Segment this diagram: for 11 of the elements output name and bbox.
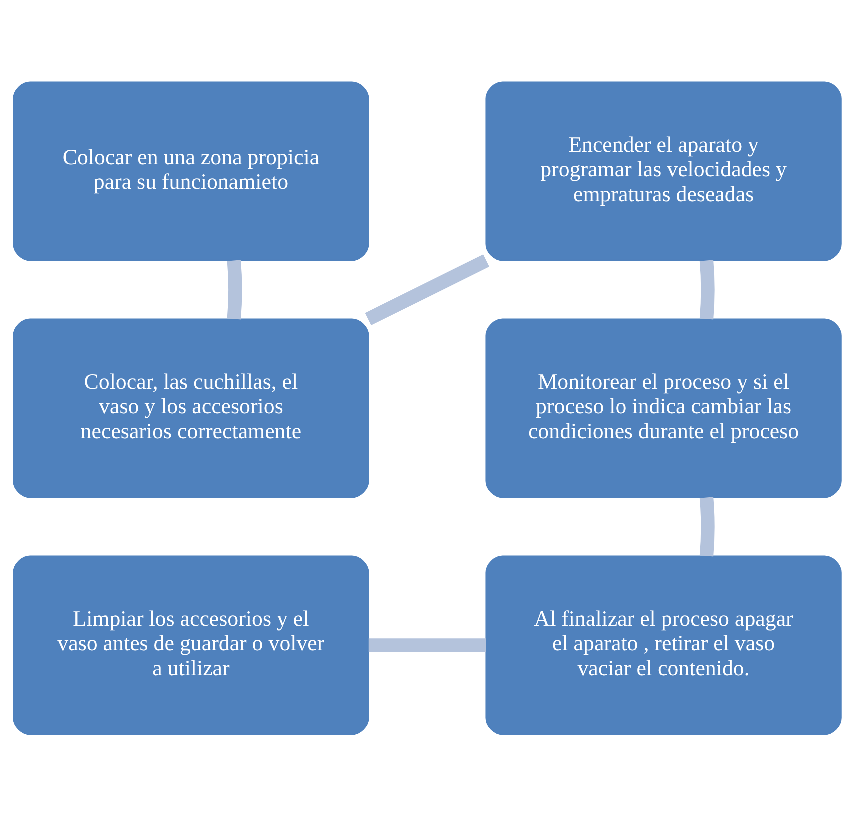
node-box: Al finalizar el proceso apagar el aparato , retirar el vaso vaciar el contenido. (486, 556, 842, 736)
connector (700, 260, 715, 320)
node-box: Monitorear el proceso y si el proceso lo indica cambiar las condiciones durante el proceso (486, 318, 842, 498)
connector (227, 260, 242, 320)
node-box: Colocar en una zona propicia para su funcionamieto (13, 82, 370, 262)
node-box: Encender el aparato y programar las velocidades y empraturas deseadas (486, 82, 842, 262)
connector (368, 638, 486, 652)
connector (365, 254, 490, 326)
connector (700, 497, 715, 557)
node-box: Colocar, las cuchillas, el vaso y los accesorios necesarios correctamente (13, 318, 370, 498)
node-box: Limpiar los accesorios y el vaso antes de guardar o volver a utilizar (13, 556, 370, 736)
